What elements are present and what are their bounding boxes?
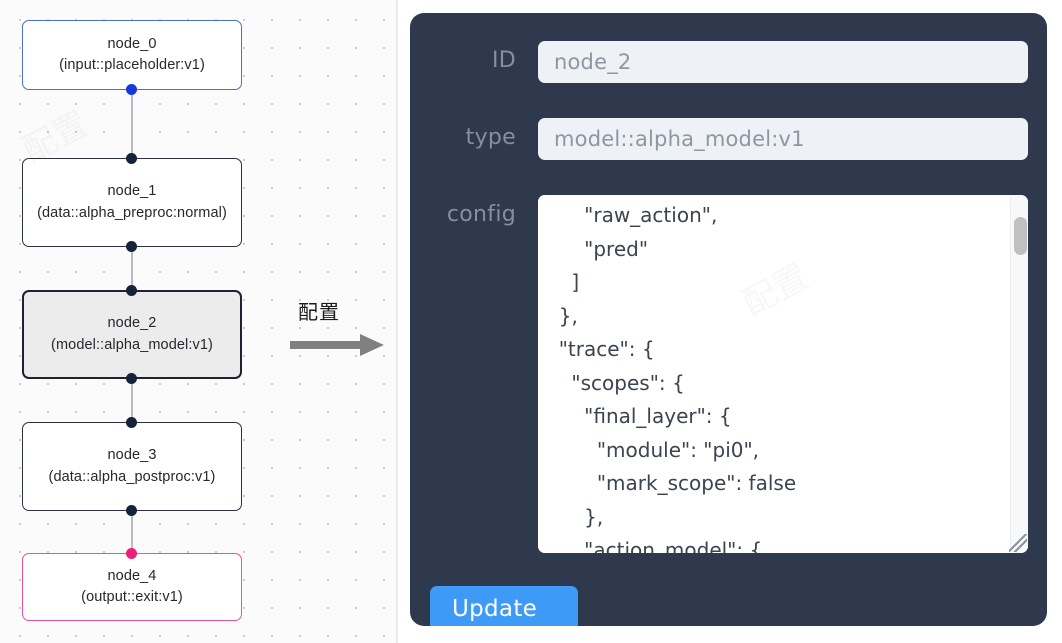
edge-node2-node3 (131, 374, 133, 419)
config-scrollbar[interactable] (1010, 195, 1028, 553)
node-node_1[interactable]: node_1(data::alpha_preproc:normal) (22, 158, 242, 247)
config-textarea-wrap (538, 195, 1028, 553)
handle-node_0-source[interactable] (126, 84, 137, 95)
arrow-shaft (290, 341, 362, 349)
type-label: type (465, 125, 516, 150)
node-node_3[interactable]: node_3(data::alpha_postproc:v1) (22, 422, 242, 511)
id-field-row: ID (430, 41, 1028, 83)
handle-node_1-target[interactable] (126, 153, 137, 164)
type-input[interactable] (538, 118, 1028, 160)
config-field-row: config (430, 195, 1028, 553)
handle-node_4-target[interactable] (126, 548, 137, 559)
edge-node3-node4 (131, 510, 133, 550)
config-label: config (446, 202, 516, 227)
node-label-node_0: node_0(input::placeholder:v1) (59, 35, 205, 73)
arrow-label: 配置 (298, 300, 340, 324)
handle-node_2-target[interactable] (126, 285, 137, 296)
node-node_2[interactable]: node_2(model::alpha_model:v1) (22, 290, 242, 379)
handle-node_1-source[interactable] (126, 241, 137, 252)
node-node_4[interactable]: node_4(output::exit:v1) (22, 553, 242, 621)
type-field-row: type (430, 118, 1028, 160)
resize-handle-icon[interactable] (1009, 534, 1027, 552)
config-textarea[interactable] (538, 195, 1010, 553)
flow-canvas[interactable]: node_0(input::placeholder:v1) node_1(dat… (0, 0, 398, 643)
transition-arrow-group: 配置 (290, 296, 390, 356)
id-label: ID (491, 48, 516, 73)
handle-node_3-source[interactable] (126, 505, 137, 516)
node-label-node_3: node_3(data::alpha_postproc:v1) (48, 447, 216, 485)
update-button[interactable]: Update (430, 586, 578, 626)
handle-node_2-source[interactable] (126, 373, 137, 384)
node-label-node_1: node_1(data::alpha_preproc:normal) (37, 183, 227, 221)
node-label-node_4: node_4(output::exit:v1) (81, 567, 183, 605)
node-node_0[interactable]: node_0(input::placeholder:v1) (22, 20, 242, 90)
arrow-head (360, 334, 384, 356)
node-label-node_2: node_2(model::alpha_model:v1) (51, 315, 213, 353)
handle-node_3-target[interactable] (126, 417, 137, 428)
node-config-panel: ID type config Update 配置 (410, 13, 1047, 626)
edge-node0-node1 (131, 89, 133, 159)
edge-node1-node2 (131, 246, 133, 291)
arrow-icon (290, 334, 386, 356)
id-input[interactable] (538, 41, 1028, 83)
config-scrollbar-thumb[interactable] (1014, 217, 1027, 255)
